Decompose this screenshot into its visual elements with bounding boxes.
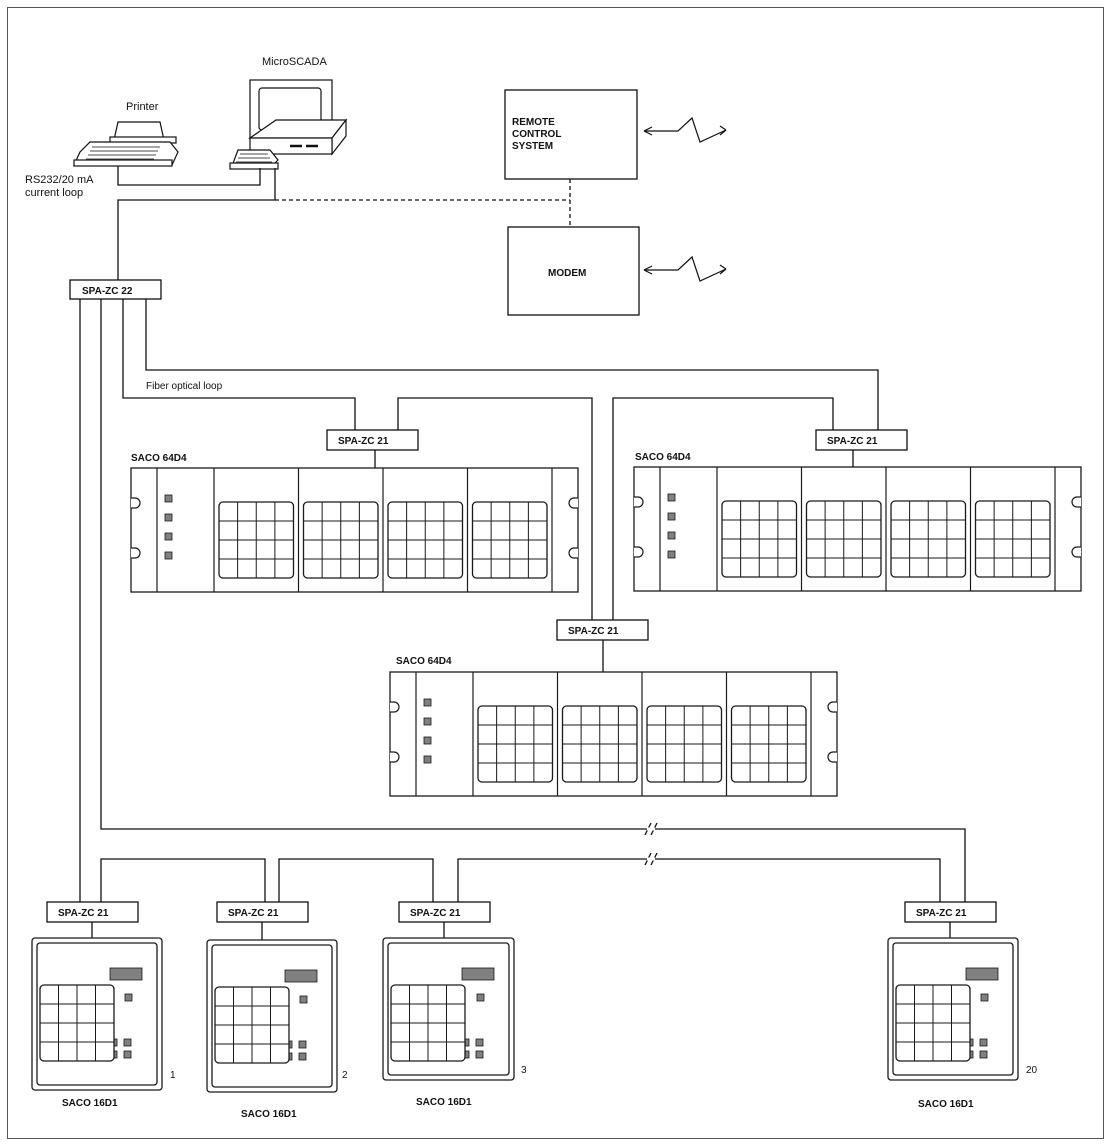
unit-2-label: SACO 16D1 [241,1109,297,1120]
spa-zc21-rack-middle: SPA-ZC 21 [556,619,649,641]
saco-64d4-rack-left [130,467,579,593]
spa-zc21-unit-2: SPA-ZC 21 [216,901,309,923]
unit-button [979,1050,988,1059]
rack-mount-notch [131,497,141,509]
saco-16d1-unit-20 [887,937,1019,1081]
spa-zc21-unit-3-label: SPA-ZC 21 [410,908,461,919]
rs232-wiring [117,166,276,280]
modem-dashed-link [275,179,571,227]
rack-right-label: SACO 64D4 [635,452,691,463]
spa-zc21-unit-1-label: SPA-ZC 21 [58,908,109,919]
unit-display [461,967,495,981]
unit-1-number: 1 [170,1070,176,1081]
unit-led [980,993,989,1002]
microscada-computer-icon [229,79,348,170]
saco-16d1-unit-3 [382,937,515,1081]
rs232-label-line1: RS232/20 mA [25,174,94,186]
unit-2-number: 2 [342,1070,348,1081]
rack-mount-notch [390,751,400,763]
rack-mount-notch [568,497,578,509]
rack-middle-label: SACO 64D4 [396,656,452,667]
rack-led-indicator [423,698,432,707]
rack-mount-notch [827,701,837,713]
modem-box [507,226,640,316]
unit-20-label: SACO 16D1 [918,1099,974,1110]
unit-display [965,967,999,981]
rack-led-indicator [423,736,432,745]
rack-mount-notch [827,751,837,763]
rack-mount-notch [1071,546,1081,558]
spa-zc21-rack-left: SPA-ZC 21 [326,429,419,451]
rack-led-indicator [667,550,676,559]
spa-zc21-rack-left-label: SPA-ZC 21 [338,436,389,447]
rack-mount-notch [131,547,141,559]
spa-zc21-unit-3: SPA-ZC 21 [398,901,491,923]
spa-zc21-unit-20-label: SPA-ZC 21 [916,908,967,919]
printer-label: Printer [126,101,159,113]
unit-button [979,1038,988,1047]
saco-64d4-rack-middle [389,671,838,797]
fiber-loop-label: Fiber optical loop [146,381,223,392]
microscada-label: MicroSCADA [262,56,327,68]
unit-button [298,1040,307,1049]
unit-button [123,1038,132,1047]
fiber-optical-loop [122,299,879,672]
unit-bus-wiring [79,299,966,902]
rack-led-indicator [667,512,676,521]
break-gaps [647,827,655,861]
rack-led-indicator [164,551,173,560]
spa-zc21-rack-middle-label: SPA-ZC 21 [568,626,619,637]
unit-button [123,1050,132,1059]
unit-connectors [91,922,951,940]
rack-mount-notch [634,496,644,508]
rack-left-label: SACO 64D4 [131,453,187,464]
unit-led [476,993,485,1002]
rack-led-indicator [164,532,173,541]
unit-20-number: 20 [1026,1065,1038,1076]
rack-mount-notch [390,701,400,713]
saco-16d1-unit-1 [31,937,163,1091]
saco-16d1-unit-2 [206,939,338,1093]
remote-label-line3: SYSTEM [512,141,553,152]
spa-zc22-box [69,279,162,300]
unit-3-label: SACO 16D1 [416,1097,472,1108]
rs232-label-line2: current loop [25,187,83,199]
unit-button [475,1050,484,1059]
modem-radio-link-icon [643,255,727,282]
rack-led-indicator [667,531,676,540]
unit-1-label: SACO 16D1 [62,1098,118,1109]
rack-led-indicator [423,717,432,726]
unit-button [298,1052,307,1061]
rack-mount-notch [634,546,644,558]
spa-zc21-unit-2-label: SPA-ZC 21 [228,908,279,919]
diagram-frame [7,7,1104,1139]
remote-radio-link-icon [643,116,727,143]
rack-led-indicator [164,513,173,522]
remote-control-system-box [504,89,638,180]
remote-label-line1: REMOTE [512,117,555,128]
unit-display [284,969,318,983]
rack-led-indicator [423,755,432,764]
unit-led [299,995,308,1004]
unit-3-number: 3 [521,1065,527,1076]
remote-label-line2: CONTROL [512,129,561,140]
spa-zc21-unit-1: SPA-ZC 21 [46,901,139,923]
saco-64d4-rack-right [633,466,1082,592]
spa-zc21-rack-right: SPA-ZC 21 [815,429,908,451]
printer-icon [73,121,179,167]
rack-mount-notch [568,547,578,559]
spa-zc21-rack-right-label: SPA-ZC 21 [827,436,878,447]
spa-zc21-unit-20: SPA-ZC 21 [904,901,997,923]
unit-led [124,993,133,1002]
unit-display [109,967,143,981]
modem-label: MODEM [548,268,586,279]
rack-mount-notch [1071,496,1081,508]
rack-led-indicator [164,494,173,503]
rack-led-indicator [667,493,676,502]
spa-zc22-label: SPA-ZC 22 [82,286,133,297]
unit-button [475,1038,484,1047]
